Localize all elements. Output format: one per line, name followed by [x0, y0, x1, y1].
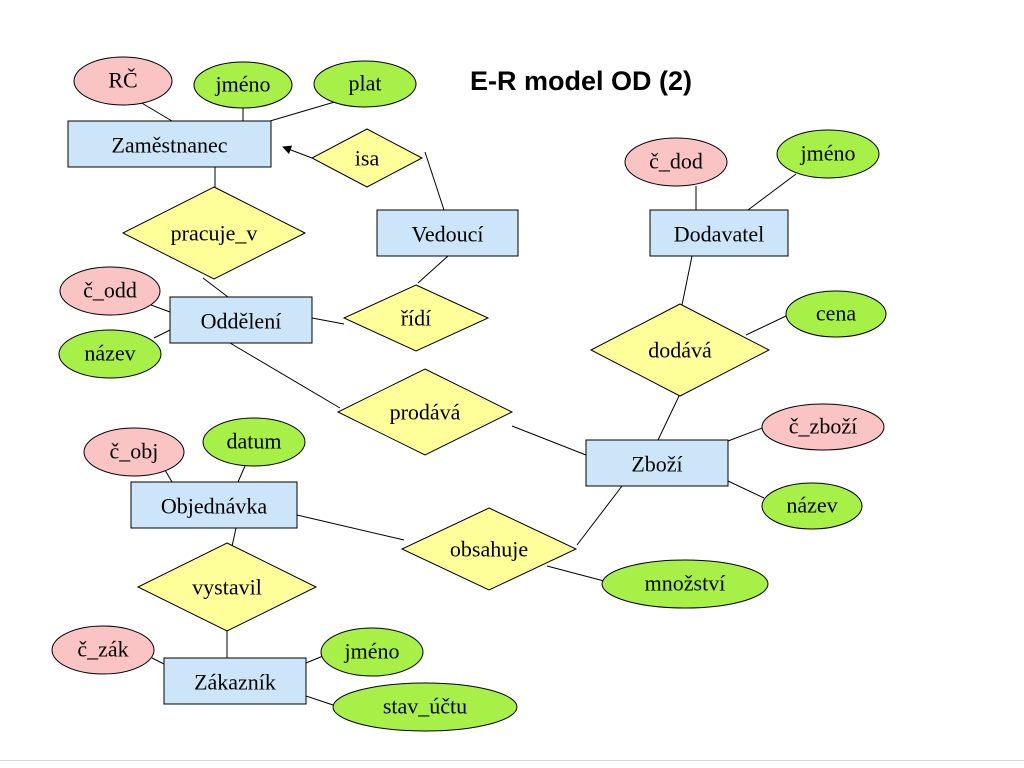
attribute-label: č_dod	[649, 149, 703, 174]
attribute-stav-uctu: stav_účtu	[332, 682, 518, 732]
key-attribute-c-zak: č_zák	[51, 625, 155, 675]
relationship-label: isa	[355, 146, 380, 171]
attribute-jmeno3: jméno	[320, 627, 424, 677]
attribute-label: č_obj	[110, 439, 159, 464]
relationship-ridi: řídí	[342, 284, 490, 352]
relationship-pracuje-v: pracuje_v	[121, 186, 307, 280]
attribute-label: množství	[645, 571, 726, 596]
attribute-label: RČ	[108, 68, 137, 93]
attribute-label: plat	[349, 71, 382, 96]
relationship-label: řídí	[401, 306, 432, 331]
key-attribute-c-zbozi: č_zboží	[761, 403, 885, 451]
line-rc-zamestnanec	[139, 101, 173, 122]
line-czak-zakaznik	[151, 657, 165, 665]
line-obsahuje-zbozi	[576, 485, 623, 546]
attribute-label: jméno	[800, 141, 856, 166]
relationship-vystavil: vystavil	[136, 542, 318, 632]
attribute-jmeno1: jméno	[193, 61, 293, 109]
line-codd-oddeleni	[150, 304, 171, 313]
entity-label: Objednávka	[161, 494, 268, 519]
line-cobj-objednavka	[164, 469, 173, 483]
key-attribute-rc: RČ	[73, 56, 173, 106]
entity-objednavka: Objednávka	[130, 481, 298, 529]
line-prodava-zbozi	[511, 425, 587, 456]
line-oddeleni-ridi	[311, 317, 345, 325]
attribute-label: název	[786, 493, 837, 518]
line-objednavka-obsahuje	[296, 514, 405, 541]
attribute-plat: plat	[313, 60, 417, 108]
entity-dodavatel: Dodavatel	[649, 209, 789, 257]
attribute-label: jméno	[215, 72, 271, 97]
line-jmeno-dodavatel	[747, 173, 797, 211]
diagram-title: E-R model OD (2)	[470, 66, 693, 96]
attribute-label: č_odd	[83, 278, 137, 303]
entity-label: Zákazník	[194, 670, 276, 695]
entity-zamestnanec: Zaměstnanec	[67, 120, 272, 168]
line-nazev-zbozi	[727, 480, 765, 499]
attribute-nazev1: název	[58, 329, 162, 379]
line-oddeleni-prodava	[229, 342, 341, 409]
line-czbozi-zbozi	[727, 426, 766, 442]
line-isa-vedouci	[424, 151, 445, 211]
line-dodavatel-dodava	[681, 255, 693, 306]
relationship-prodava: prodává	[336, 368, 514, 456]
line-jmeno-zakaznik	[305, 655, 324, 664]
entity-zbozi: Zboží	[585, 439, 729, 487]
attribute-nazev2: název	[761, 482, 863, 530]
relationship-isa: isa	[310, 128, 424, 188]
key-attribute-c-odd: č_odd	[59, 266, 161, 316]
entity-zakaznik: Zákazník	[163, 657, 307, 705]
bottom-divider	[0, 760, 1024, 761]
line-plat-zamestnanec	[269, 100, 339, 122]
entity-label: Zaměstnanec	[111, 133, 227, 158]
relationship-label: dodává	[648, 338, 712, 363]
line-cena-dodava	[745, 315, 787, 336]
line-pracuje_v-oddeleni	[202, 277, 229, 298]
key-attribute-c-dod: č_dod	[624, 137, 728, 187]
line-vedouci-ridi	[417, 255, 449, 284]
line-isa-zamestnanec	[282, 145, 313, 159]
attribute-jmeno2: jméno	[776, 129, 880, 179]
relationship-label: vystavil	[192, 575, 262, 600]
entity-label: Dodavatel	[674, 222, 764, 247]
entity-label: Vedoucí	[411, 222, 483, 247]
line-nazev-oddeleni	[153, 329, 171, 339]
entity-label: Zboží	[631, 452, 682, 477]
attribute-datum: datum	[202, 417, 306, 467]
entity-vedouci: Vedoucí	[376, 209, 519, 257]
attribute-label: č_zboží	[789, 414, 857, 439]
entity-oddeleni: Oddělení	[169, 296, 313, 344]
attribute-label: č_zák	[77, 637, 128, 662]
relationship-obsahuje: obsahuje	[400, 507, 578, 591]
attribute-label: stav_účtu	[383, 694, 467, 719]
key-attribute-c-obj: č_obj	[83, 427, 185, 477]
attribute-label: datum	[227, 429, 282, 454]
attribute-label: cena	[816, 301, 857, 326]
line-obsahuje-mnozstvi	[546, 565, 605, 582]
line-dodava-zbozi	[657, 393, 681, 441]
attribute-cena: cena	[785, 290, 887, 338]
relationship-label: prodává	[390, 400, 461, 425]
relationship-dodava: dodává	[589, 303, 771, 397]
entity-label: Oddělení	[201, 309, 282, 334]
relationship-label: pracuje_v	[171, 221, 258, 246]
line-datum-objednavka	[237, 465, 246, 483]
attribute-label: název	[84, 341, 135, 366]
line-stavuctu-zakaznik	[305, 695, 334, 706]
attribute-mnozstvi: množství	[601, 559, 769, 609]
relationship-label: obsahuje	[450, 537, 528, 562]
attribute-label: jméno	[344, 639, 400, 664]
